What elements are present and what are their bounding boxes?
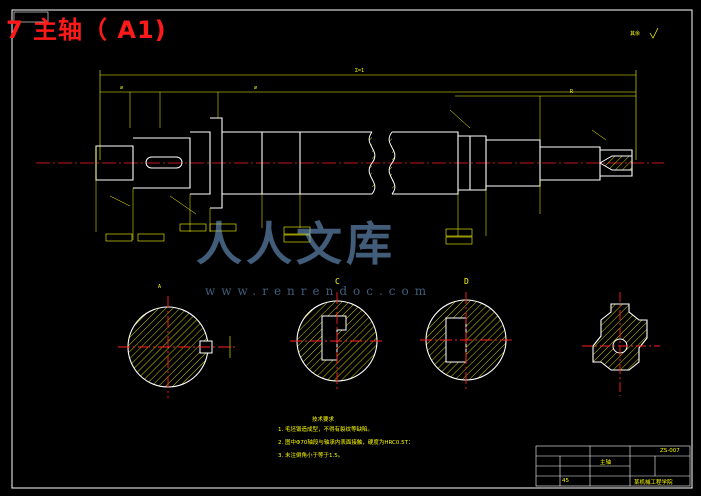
watermark-logo: 人人文库 (196, 217, 396, 271)
technical-requirements: 技术要求 1. 毛坯锻造成型，不得有裂纹等缺陷。 2. 图中Φ70轴段与轴承内表… (278, 417, 414, 463)
roughness-symbol (649, 27, 659, 39)
svg-text:A: A (158, 284, 161, 290)
title-block-material: 45 (562, 478, 569, 484)
drawing-title: 7 主轴（ A1) (6, 16, 167, 44)
requirement-3: 3. 未注倒角小于等于1.5。 (278, 453, 344, 459)
break-symbol (368, 131, 396, 195)
section-d: D (420, 277, 514, 392)
technical-requirements-heading: 技术要求 (312, 417, 335, 423)
center-hole (599, 155, 632, 171)
section-c: C (290, 277, 384, 392)
shaft-outline (95, 117, 633, 209)
title-block (535, 445, 691, 487)
title-block-school: 某机械工程学院 (634, 480, 673, 486)
section-c-label: C (335, 277, 340, 286)
section-d-label: D (464, 277, 469, 286)
title-block-part-name: 主轴 (600, 460, 612, 466)
tolerance-frames (105, 223, 473, 245)
svg-text:∅: ∅ (120, 85, 123, 91)
keyway-slot (145, 156, 183, 169)
svg-text:R: R (570, 89, 574, 95)
dimension-values: Σ=1 ∅ ∅ R (120, 68, 574, 95)
requirement-1: 1. 毛坯锻造成型，不得有裂纹等缺陷。 (278, 427, 373, 433)
drawing-border (11, 9, 693, 489)
watermark-url: www.renrendoc.com (205, 284, 433, 298)
title-block-drawing-no: ZS-007 (660, 448, 680, 454)
overall-dimension (99, 70, 637, 160)
roughness-note: 其余 (630, 30, 640, 37)
requirement-2: 2. 图中Φ70轴段与轴承内表面接触，硬度为HRC0.5T： (278, 440, 414, 446)
section-keyway: A (118, 284, 238, 398)
stamp-box (13, 11, 49, 23)
svg-text:∅: ∅ (254, 85, 257, 91)
section-spline (582, 292, 660, 396)
dimension-leaders (95, 92, 607, 240)
svg-text:Σ=1: Σ=1 (355, 68, 364, 74)
